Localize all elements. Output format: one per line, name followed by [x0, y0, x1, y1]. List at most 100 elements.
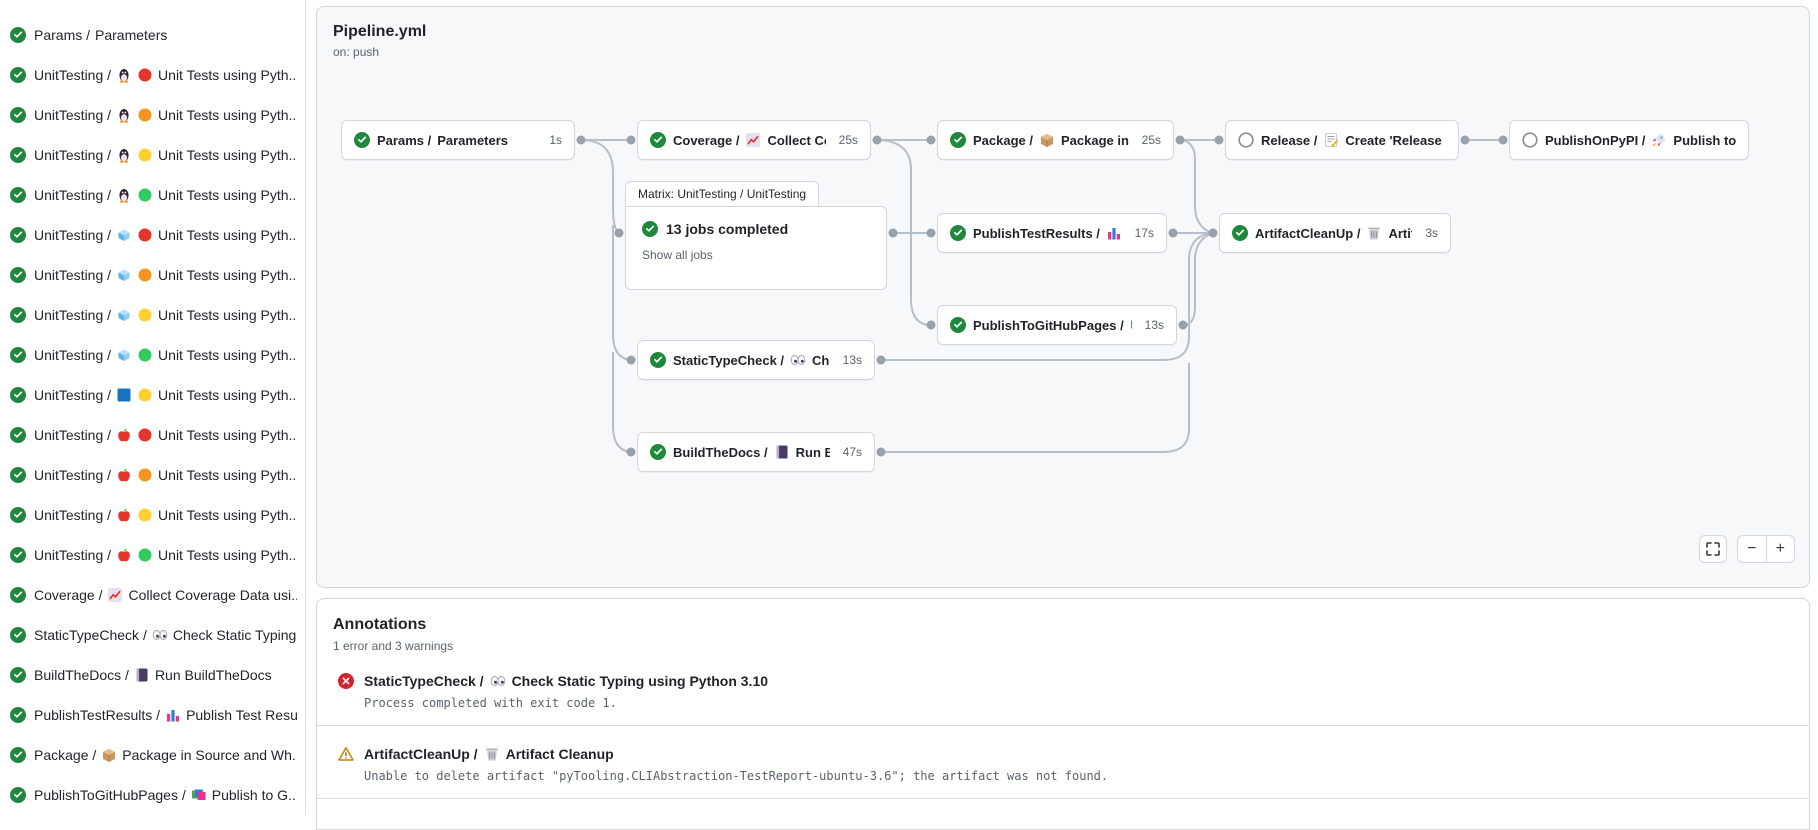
ice-cube-icon [116, 307, 132, 323]
ice-cube-icon [116, 227, 132, 243]
annotation-title-link[interactable]: ArtifactCleanUp /Artifact Cleanup [364, 745, 614, 762]
linux-penguin-icon [116, 147, 132, 163]
sidebar-job-label: UnitTesting /Unit Tests using Pyth... [34, 107, 297, 123]
python-orange-dot-icon [137, 467, 153, 483]
graph-node-Coverage[interactable]: Coverage /Collect Cove...25s [637, 120, 871, 160]
chart-increasing-icon [745, 132, 761, 148]
check-circle-icon [10, 147, 26, 163]
check-circle-icon [10, 27, 26, 43]
workflow-graph-panel: Pipeline.yml on: push Params /Parameters… [316, 6, 1810, 588]
sidebar-job-label: Coverage /Collect Coverage Data usi... [34, 587, 297, 603]
graph-node-PublishOnPyPI[interactable]: PublishOnPyPI /Publish to ... [1509, 120, 1749, 160]
node-duration: 1s [549, 133, 562, 147]
sidebar-job-UnitTesting-5[interactable]: UnitTesting /Unit Tests using Pyth... [0, 215, 305, 255]
annotations-title: Annotations [333, 616, 427, 633]
sidebar-job-UnitTesting-12[interactable]: UnitTesting /Unit Tests using Pyth... [0, 495, 305, 535]
check-circle-icon [10, 427, 26, 443]
sidebar-job-label: UnitTesting /Unit Tests using Pyth... [34, 507, 297, 523]
sidebar-job-Package-18[interactable]: Package /Package in Source and Wh... [0, 735, 305, 775]
node-duration: 25s [838, 133, 858, 147]
sidebar-job-UnitTesting-7[interactable]: UnitTesting /Unit Tests using Pyth... [0, 295, 305, 335]
sidebar-job-label: Params /Parameters [34, 27, 168, 43]
sidebar-job-Coverage-14[interactable]: Coverage /Collect Coverage Data usi... [0, 575, 305, 615]
graph-node-ArtifactCleanUp[interactable]: ArtifactCleanUp /Artifac... 3s [1219, 213, 1451, 253]
graph-node-StaticTypeCheck[interactable]: StaticTypeCheck /Chec...13s [637, 340, 875, 380]
zoom-control: − + [1737, 535, 1795, 563]
sidebar-job-label: UnitTesting /Unit Tests using Pyth... [34, 427, 297, 443]
error-circle-icon [338, 673, 354, 689]
check-circle-icon [10, 467, 26, 483]
node-label: PublishTestResults /Pu... [973, 225, 1122, 241]
sidebar-job-label: UnitTesting /Unit Tests using Pyth... [34, 547, 297, 563]
graph-node-BuildTheDocs[interactable]: BuildTheDocs /Run Buil... 47s [637, 432, 875, 472]
node-duration: 47s [842, 445, 862, 459]
check-circle-icon [10, 747, 26, 763]
sidebar-job-PublishToGitHubPages-19[interactable]: PublishToGitHubPages /Publish to G... [0, 775, 305, 815]
matrix-tab[interactable]: Matrix: UnitTesting / UnitTesting [625, 181, 820, 207]
sidebar-job-UnitTesting-2[interactable]: UnitTesting /Unit Tests using Pyth... [0, 95, 305, 135]
fullscreen-button[interactable] [1699, 535, 1727, 563]
show-all-jobs-link[interactable]: Show all jobs [642, 248, 713, 262]
sidebar-job-UnitTesting-11[interactable]: UnitTesting /Unit Tests using Pyth... [0, 455, 305, 495]
graph-node-Package[interactable]: Package /Package in So...25s [937, 120, 1174, 160]
sidebar-job-UnitTesting-3[interactable]: UnitTesting /Unit Tests using Pyth... [0, 135, 305, 175]
python-red-dot-icon [137, 67, 153, 83]
graph-header: Pipeline.yml on: push [333, 23, 426, 59]
python-red-dot-icon [137, 427, 153, 443]
node-label: ArtifactCleanUp /Artifac... [1255, 225, 1412, 241]
package-box-icon [1039, 132, 1055, 148]
check-circle-icon [650, 132, 666, 148]
sidebar-job-UnitTesting-8[interactable]: UnitTesting /Unit Tests using Pyth... [0, 335, 305, 375]
graph-node-Release[interactable]: Release /Create 'Release P... [1225, 120, 1459, 160]
sidebar-job-BuildTheDocs-16[interactable]: BuildTheDocs /Run BuildTheDocs [0, 655, 305, 695]
node-label: Package /Package in So... [973, 132, 1129, 148]
graph-controls: − + [1699, 535, 1795, 563]
check-circle-icon [10, 547, 26, 563]
warning-triangle-icon [338, 746, 354, 762]
linux-penguin-icon [116, 107, 132, 123]
sidebar-job-UnitTesting-4[interactable]: UnitTesting /Unit Tests using Pyth... [0, 175, 305, 215]
memo-pencil-icon [1323, 132, 1339, 148]
node-label: Params /Parameters [377, 132, 509, 148]
sidebar-job-label: UnitTesting /Unit Tests using Pyth... [34, 467, 297, 483]
python-yellow-dot-icon [137, 307, 153, 323]
check-circle-icon [950, 132, 966, 148]
sidebar-job-StaticTypeCheck-15[interactable]: StaticTypeCheck /Check Static Typing... [0, 615, 305, 655]
blue-square-icon [116, 387, 132, 403]
annotation-title-link[interactable]: StaticTypeCheck /Check Static Typing usi… [364, 672, 769, 689]
check-circle-icon [10, 227, 26, 243]
graph-node-PublishTestResults[interactable]: PublishTestResults /Pu...17s [937, 213, 1167, 253]
check-circle-icon [10, 347, 26, 363]
python-yellow-dot-icon [137, 147, 153, 163]
sidebar-job-Params-0[interactable]: Params /Parameters [0, 15, 305, 55]
zoom-out-button[interactable]: − [1738, 536, 1767, 562]
matrix-card[interactable]: 13 jobs completed Show all jobs [625, 206, 887, 290]
apple-icon [116, 547, 132, 563]
notebook-icon [774, 444, 790, 460]
node-duration: 13s [842, 353, 862, 367]
wastebasket-icon [1366, 225, 1382, 241]
graph-node-PublishToGitHubPages[interactable]: PublishToGitHubPages /...13s [937, 305, 1177, 345]
annotation-body: StaticTypeCheck /Check Static Typing usi… [364, 672, 769, 711]
sidebar-job-UnitTesting-10[interactable]: UnitTesting /Unit Tests using Pyth... [0, 415, 305, 455]
graph-edges [576, 135, 1508, 457]
node-label: PublishOnPyPI /Publish to ... [1545, 132, 1736, 148]
node-duration: 13s [1144, 318, 1164, 332]
sidebar-job-label: BuildTheDocs /Run BuildTheDocs [34, 667, 272, 683]
sidebar-job-UnitTesting-13[interactable]: UnitTesting /Unit Tests using Pyth... [0, 535, 305, 575]
sidebar-job-UnitTesting-6[interactable]: UnitTesting /Unit Tests using Pyth... [0, 255, 305, 295]
python-green-dot-icon [137, 547, 153, 563]
check-circle-icon [10, 187, 26, 203]
zoom-in-button[interactable]: + [1775, 540, 1785, 557]
annotations-header: Annotations 1 error and 3 warnings [317, 599, 1809, 653]
check-circle-icon [10, 707, 26, 723]
sidebar-job-UnitTesting-9[interactable]: UnitTesting /Unit Tests using Pyth... [0, 375, 305, 415]
sidebar-job-label: UnitTesting /Unit Tests using Pyth... [34, 187, 297, 203]
node-label: BuildTheDocs /Run Buil... [673, 444, 830, 460]
node-duration: 3s [1425, 226, 1438, 240]
sidebar-job-PublishTestResults-17[interactable]: PublishTestResults /Publish Test Resu... [0, 695, 305, 735]
graph-node-Params[interactable]: Params /Parameters 1s [341, 120, 575, 160]
sidebar-job-UnitTesting-1[interactable]: UnitTesting /Unit Tests using Pyth... [0, 55, 305, 95]
